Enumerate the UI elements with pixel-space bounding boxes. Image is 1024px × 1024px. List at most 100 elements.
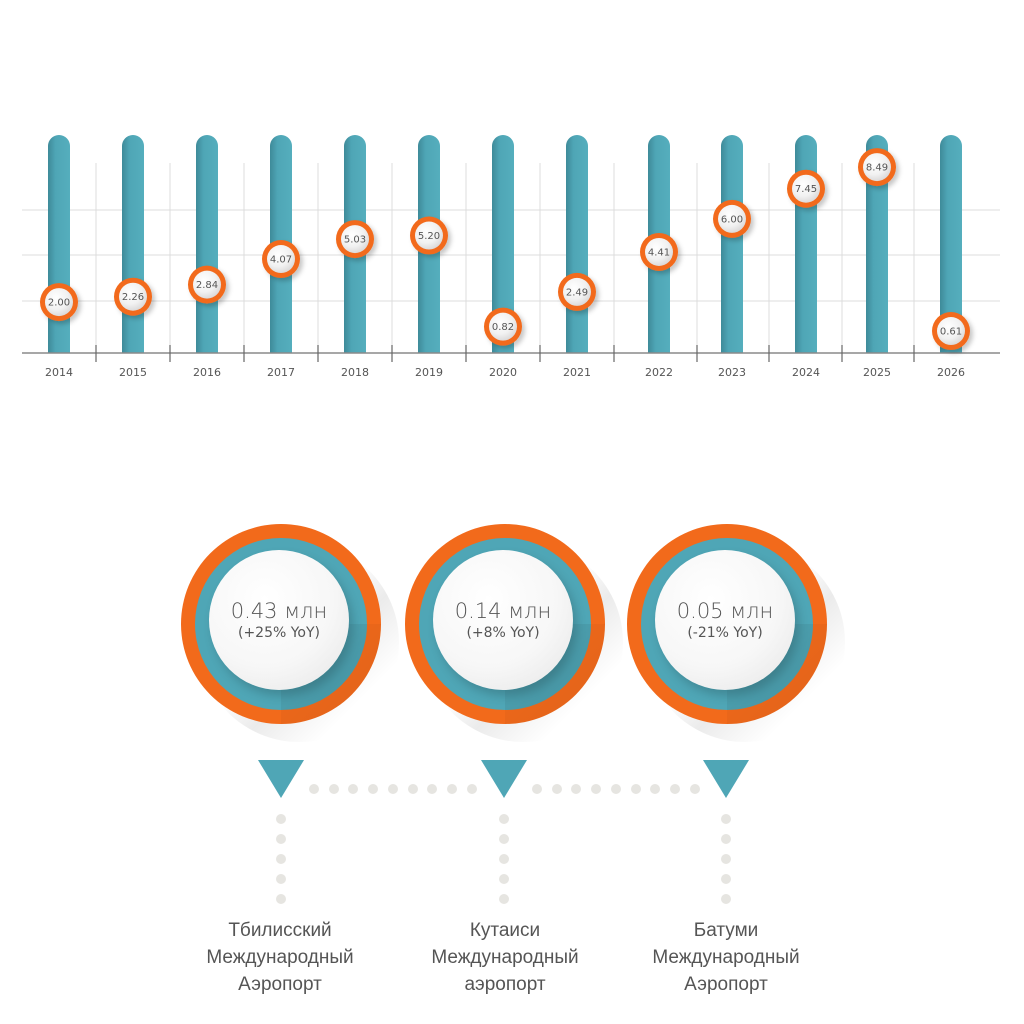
stat-change: (+8% YoY): [466, 625, 540, 641]
stat-change: (+25% YoY): [237, 625, 321, 641]
data-label: 0.61: [940, 327, 962, 338]
connector-dot: [276, 894, 286, 904]
airport-name-line3: аэропорт: [464, 974, 546, 995]
data-marker-2024: 7.45: [787, 169, 825, 208]
data-marker-2022: 4.41: [640, 232, 678, 271]
connector-dot: [721, 854, 731, 864]
x-tick-label: 2021: [563, 366, 591, 379]
x-tick-label: 2017: [267, 366, 295, 379]
marker-face: [489, 312, 517, 341]
marker-face: [937, 317, 965, 346]
connector-dot: [532, 784, 542, 794]
connector-dot: [689, 784, 700, 794]
data-marker-2018: 5.03: [336, 220, 374, 259]
connector-dot: [721, 814, 731, 824]
bar-2015: [122, 135, 144, 353]
marker-face: [645, 237, 673, 266]
stat-circle-batumi: 0.05 млн (-21% YoY): [627, 524, 845, 742]
data-label: 7.45: [795, 184, 817, 195]
data-label: 2.84: [196, 280, 218, 291]
data-label: 2.26: [122, 292, 144, 303]
chart-x-axis: [22, 345, 1000, 362]
airport-name-line2: Международный: [206, 947, 354, 968]
data-marker-2020: 0.82: [484, 307, 522, 346]
x-tick-label: 2016: [193, 366, 221, 379]
data-marker-2019: 5.20: [410, 216, 448, 255]
connector-dot: [551, 784, 562, 794]
airport-name-line1: Кутаиси: [469, 920, 541, 941]
connector-dot: [499, 854, 509, 864]
data-label: 4.41: [648, 247, 670, 258]
data-marker-2015: 2.26: [114, 277, 152, 316]
connector-dot: [276, 874, 286, 884]
data-label: 5.20: [418, 231, 440, 242]
connector-dot: [650, 784, 661, 794]
data-label: 8.49: [866, 163, 888, 174]
connector-dot: [368, 784, 379, 794]
marker-face: [563, 277, 591, 306]
bar-2024: [795, 135, 817, 353]
connector-dot: [721, 834, 731, 844]
x-tick-label: 2026: [937, 366, 965, 379]
passenger-chart: 2.00 2.26 2.84 4.07 5.03 5.20 0.82 2.49 4.41 6.00…: [22, 135, 1000, 379]
marker-face: [267, 245, 295, 274]
airport-name-line2: Международный: [431, 947, 579, 968]
x-tick-label: 2023: [718, 366, 746, 379]
triangle-down-icon: [481, 760, 527, 798]
bar-2023: [721, 135, 743, 353]
stat-face: 0.14 млн (+8% YoY): [433, 550, 573, 690]
bar-2021: [566, 135, 588, 353]
connector-dot: [669, 784, 680, 794]
connector-dot: [276, 834, 286, 844]
connector-dot: [499, 814, 509, 824]
marker-face: [45, 288, 73, 317]
connector-dot: [591, 784, 602, 794]
stat-circle-tbilisi: 0.43 млн (+25% YoY): [181, 524, 399, 742]
connector-dot: [630, 784, 641, 794]
marker-face: [341, 225, 369, 254]
marker-face: [718, 204, 746, 233]
airport-name-line3: Аэропорт: [684, 974, 768, 995]
data-label: 2.00: [48, 298, 70, 309]
stat-circle-kutaisi: 0.14 млн (+8% YoY): [405, 524, 623, 742]
data-label: 0.82: [492, 322, 514, 333]
x-tick-label: 2022: [645, 366, 673, 379]
marker-face: [415, 221, 443, 250]
stat-value: 0.14 млн: [454, 599, 552, 623]
stat-face: 0.43 млн (+25% YoY): [209, 550, 349, 690]
airport-name-line3: Аэропорт: [238, 974, 322, 995]
airport-label-tbilisi: Тбилисский Международный Аэропорт: [170, 917, 390, 998]
x-tick-label: 2019: [415, 366, 443, 379]
marker-face: [863, 153, 891, 182]
triangle-down-icon: [703, 760, 749, 798]
connector-dot: [446, 784, 457, 794]
airport-name-line2: Международный: [652, 947, 800, 968]
data-label: 2.49: [566, 287, 588, 298]
data-label: 4.07: [270, 255, 292, 266]
bar-2025: [866, 135, 888, 353]
data-marker-2014: 2.00: [40, 283, 78, 322]
bar-2016: [196, 135, 218, 353]
connector-dot: [610, 784, 621, 794]
x-tick-label: 2018: [341, 366, 369, 379]
stat-change: (-21% YoY): [687, 625, 763, 641]
connector-dot: [571, 784, 582, 794]
x-tick-label: 2015: [119, 366, 147, 379]
connector-dot: [328, 784, 339, 794]
connector-dot: [499, 874, 509, 884]
data-label: 5.03: [344, 235, 366, 246]
airport-label-kutaisi: Кутаиси Международный аэропорт: [395, 917, 615, 998]
triangle-down-icon: [258, 760, 304, 798]
x-tick-label: 2025: [863, 366, 891, 379]
connector-dot: [499, 834, 509, 844]
connector-dot: [309, 784, 319, 794]
stat-value: 0.43 млн: [230, 599, 328, 623]
connector-dot: [348, 784, 359, 794]
data-marker-2025: 8.49: [858, 148, 896, 187]
bar-2020: [492, 135, 514, 353]
stat-face: 0.05 млн (-21% YoY): [655, 550, 795, 690]
connector-dot: [721, 894, 731, 904]
connector-dot: [387, 784, 398, 794]
data-label: 6.00: [721, 214, 743, 225]
